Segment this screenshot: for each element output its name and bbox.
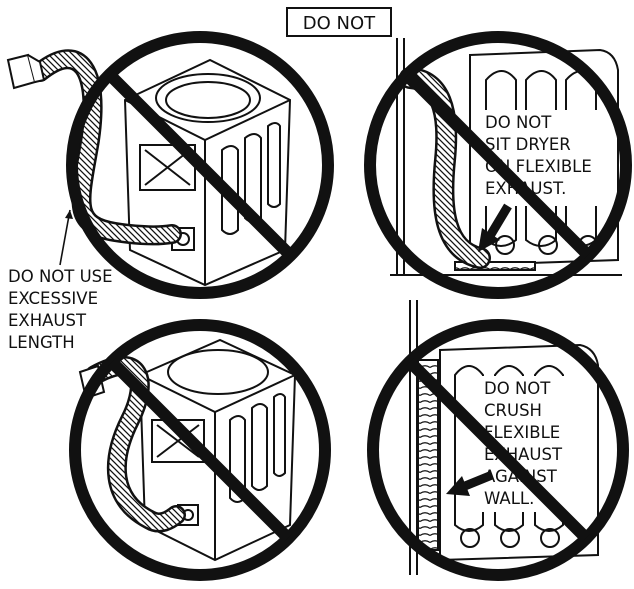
panel-excessive-length: DO NOT USE EXCESSIVE EXHAUST LENGTH (8, 37, 328, 352)
panel-crush-exhaust: DO NOT CRUSH FLEXIBLE EXHAUST AGAINST WA… (373, 300, 623, 575)
do-not-header: DO NOT (287, 8, 391, 36)
svg-text:EXCESSIVE: EXCESSIVE (8, 289, 98, 308)
panel-hose-loop (75, 325, 325, 575)
svg-text:DO NOT: DO NOT (484, 379, 551, 398)
svg-text:SIT DRYER: SIT DRYER (485, 135, 571, 154)
svg-text:CRUSH: CRUSH (484, 401, 542, 420)
panel-sit-on-exhaust: DO NOT SIT DRYER ON FLEXIBLE EXHAUST. (370, 37, 626, 293)
svg-text:DO NOT: DO NOT (485, 113, 552, 132)
svg-text:EXHAUST: EXHAUST (8, 311, 87, 330)
header-title: DO NOT (303, 13, 376, 34)
label-excessive-length: DO NOT USE EXCESSIVE EXHAUST LENGTH (8, 267, 113, 352)
wall-vent-hood-icon (8, 55, 44, 88)
svg-text:WALL.: WALL. (484, 489, 534, 508)
svg-text:LENGTH: LENGTH (8, 333, 75, 352)
svg-text:DO NOT USE: DO NOT USE (8, 267, 113, 286)
